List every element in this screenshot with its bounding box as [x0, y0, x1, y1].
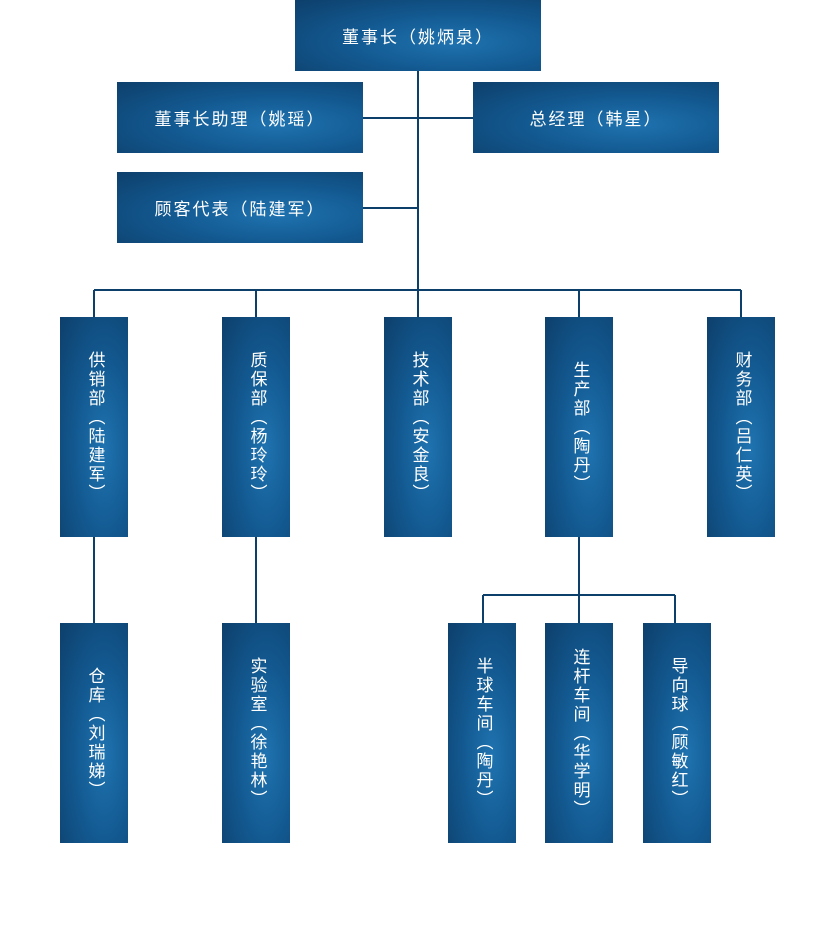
dept-technology-label: 技术部（安金良） — [408, 351, 429, 503]
dept-production-box: 生产部（陶丹） — [545, 317, 613, 537]
half-shaft-workshop-label: 半球车间（陶丹） — [472, 657, 493, 809]
connecting-rod-workshop-label: 连杆车间（华学明） — [569, 647, 590, 819]
dept-supply-sales-label: 供销部（陆建军） — [84, 351, 105, 503]
laboratory-label: 实验室（徐艳林） — [246, 657, 267, 809]
dept-quality-box: 质保部（杨玲玲） — [222, 317, 290, 537]
laboratory-box: 实验室（徐艳林） — [222, 623, 290, 843]
chairman-box: 董事长（姚炳泉） — [295, 0, 541, 71]
general-manager-label: 总经理（韩星） — [529, 110, 663, 130]
chairman-label: 董事长（姚炳泉） — [342, 28, 494, 48]
dept-finance-label: 财务部（吕仁英） — [731, 351, 752, 503]
warehouse-label: 仓库（刘瑞娣） — [84, 666, 105, 800]
guide-ball-label: 导向球（顾敏红） — [667, 657, 688, 809]
warehouse-box: 仓库（刘瑞娣） — [60, 623, 128, 843]
dept-technology-box: 技术部（安金良） — [384, 317, 452, 537]
dept-production-label: 生产部（陶丹） — [569, 360, 590, 494]
assistant-label: 董事长助理（姚瑶） — [154, 110, 326, 130]
customer-rep-box: 顾客代表（陆建军） — [117, 172, 363, 243]
half-shaft-workshop-box: 半球车间（陶丹） — [448, 623, 516, 843]
dept-quality-label: 质保部（杨玲玲） — [246, 351, 267, 503]
customer-rep-label: 顾客代表（陆建军） — [154, 200, 326, 220]
dept-finance-box: 财务部（吕仁英） — [707, 317, 775, 537]
guide-ball-box: 导向球（顾敏红） — [643, 623, 711, 843]
dept-supply-sales-box: 供销部（陆建军） — [60, 317, 128, 537]
general-manager-box: 总经理（韩星） — [473, 82, 719, 153]
assistant-box: 董事长助理（姚瑶） — [117, 82, 363, 153]
connecting-rod-workshop-box: 连杆车间（华学明） — [545, 623, 613, 843]
